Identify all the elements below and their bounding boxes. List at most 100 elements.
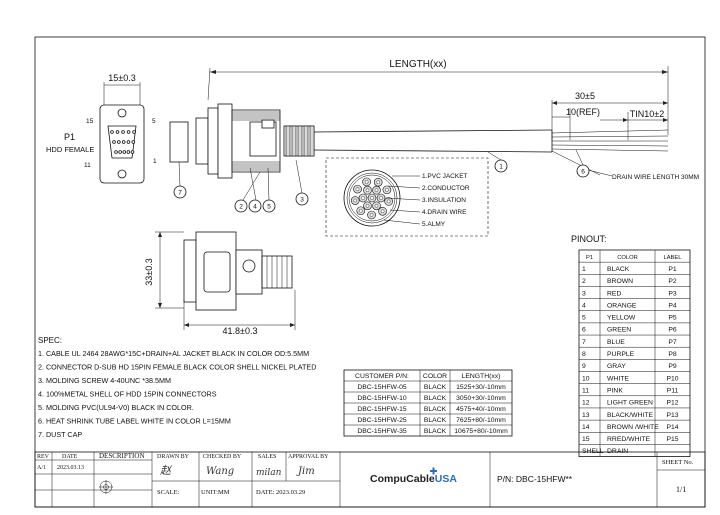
pinout-cell: YELLOW [607, 315, 636, 322]
pinout-cell: BLUE [607, 339, 625, 346]
balloon-2: 2 [234, 199, 248, 213]
table-cell: 4575+40/-10mm [456, 406, 506, 413]
pinout-row: 11 PINK P11 [582, 387, 679, 394]
dim-33: 33±0.3 [144, 258, 154, 285]
dim-41: 41.8±0.3 [223, 326, 258, 336]
pin-hole [126, 130, 131, 134]
table-cell: DBC-15HFW-15 [357, 406, 407, 413]
pinout-cell: 8 [582, 351, 586, 358]
pin-hole [112, 140, 116, 144]
strain-relief-rib [309, 125, 315, 157]
pinout-cell: P7 [668, 339, 677, 346]
table-cell: 3050+30/-10mm [456, 395, 506, 402]
dim-30: 30±5 [575, 91, 595, 101]
p1-label: P1 [64, 132, 75, 142]
pin-hole [110, 130, 114, 134]
spec-item: 5. MOLDING PVC(UL94-V0) BLACK IN COLOR. [38, 403, 194, 412]
table-cell: 10675+80/-10mm [454, 428, 508, 435]
pinout-cell: P11 [667, 387, 679, 394]
pinout-cell: P13 [666, 412, 678, 419]
pin-hole [121, 140, 126, 144]
pinout-cell: P10 [666, 375, 678, 382]
dim-10ref: 10(REF) [566, 107, 600, 117]
cable-cross-section: 1.PVC JACKET2.CONDUCTOR3.INSULATION4.DRA… [325, 157, 489, 237]
balloon-7: 7 [173, 185, 187, 199]
balloon-3: 3 [295, 192, 309, 206]
pinout-cell: PURPLE [607, 351, 635, 358]
date-header: DATE [62, 454, 78, 460]
pinout-cell: P4 [668, 302, 677, 309]
balloon-4: 4 [248, 199, 262, 213]
pinout-cell: P5 [668, 315, 677, 322]
pin-hole [132, 130, 136, 134]
svg-text:2: 2 [239, 204, 243, 211]
brand-name: CompuCableUSA [370, 473, 457, 485]
pinout-cell: BLACK/WHITE [607, 412, 654, 419]
pinout-cell: 10 [582, 375, 590, 382]
pin-hole [118, 150, 122, 154]
pin-hole [126, 140, 131, 144]
table-cell: DBC-15HFW-10 [357, 395, 407, 402]
sales-signature: milan [256, 468, 282, 478]
cross-section-label: 1.PVC JACKET [422, 173, 468, 180]
pinout-cell: COLOR [617, 255, 638, 261]
spec-item: 1. CABLE UL 2464 28AWG*15C+DRAIN+AL JACK… [38, 349, 309, 358]
pinout-cell: BROWN [607, 278, 633, 285]
pinout-cell: P1 [586, 255, 593, 261]
spec-item: 6. HEAT SHRINK TUBE LABEL WHITE IN COLOR… [38, 417, 231, 426]
pinout-cell: 3 [582, 290, 586, 297]
strain-relief-rib [291, 125, 297, 157]
compucable-logo: CompuCableUSA [370, 467, 457, 485]
dim-15: 15±0.3 [108, 73, 135, 83]
drawn-by-label: DRAWN BY [157, 454, 190, 460]
table-cell: BLACK [424, 395, 447, 402]
length-dimension: LENGTH(xx) [207, 59, 669, 135]
pinout-cell: BROWN /WHITE [607, 424, 659, 431]
sheet-value: 1/1 [676, 485, 686, 494]
pinout-cell: 2 [582, 278, 586, 285]
pinout-cell: PINK [607, 387, 623, 394]
callout-balloons: 2 4 5 3 1 6 7 [173, 149, 590, 213]
checked-signature: Wang [206, 466, 234, 477]
spec-item: 4. 100%METAL SHELL OF HDD 15PIN CONNECTO… [38, 390, 217, 399]
table-cell: LENGTH(xx) [462, 373, 501, 380]
pinout-cell: 11 [582, 387, 589, 394]
pin-hole [121, 130, 125, 134]
pinout-cell: P12 [666, 400, 678, 407]
pin-5: 5 [152, 118, 156, 125]
table-cell: 1525+30/-10mm [456, 384, 506, 391]
rev-header: REV [37, 454, 50, 460]
pinout-cell: RED [607, 290, 621, 297]
svg-text:3: 3 [300, 197, 304, 204]
pinout-cell: 1 [582, 266, 586, 273]
bottom-view-connector: 33±0.3 41.8±0.3 [144, 231, 296, 336]
pinout-cell: 15 [582, 436, 590, 443]
pinout-cell: BLACK [607, 266, 630, 273]
spec-item: 3. MOLDING SCREW 4-40UNC *38.5MM [38, 376, 171, 385]
table-cell: BLACK [424, 406, 447, 413]
scale-label: SCALE: [157, 489, 180, 496]
pin-hole [117, 140, 121, 144]
spec-title: SPEC: [38, 336, 62, 345]
spec-item: 2. CONNECTOR D-SUB HD 15PIN FEMALE BLACK… [38, 363, 316, 372]
pin-hole [122, 150, 127, 154]
unit-label: UNIT:MM [201, 489, 230, 496]
p1-face-view: 15±0.3 15 5 11 1 P1 HDD FEMALE [46, 73, 157, 184]
table-cell: DBC-15HFW-35 [357, 428, 407, 435]
pinout-cell: 12 [582, 400, 590, 407]
pin-15: 15 [86, 118, 94, 125]
date-value: 2023.03.13 [57, 465, 84, 471]
cross-section-label: 4.DRAIN WIRE [422, 209, 467, 216]
svg-text:6: 6 [581, 169, 585, 176]
